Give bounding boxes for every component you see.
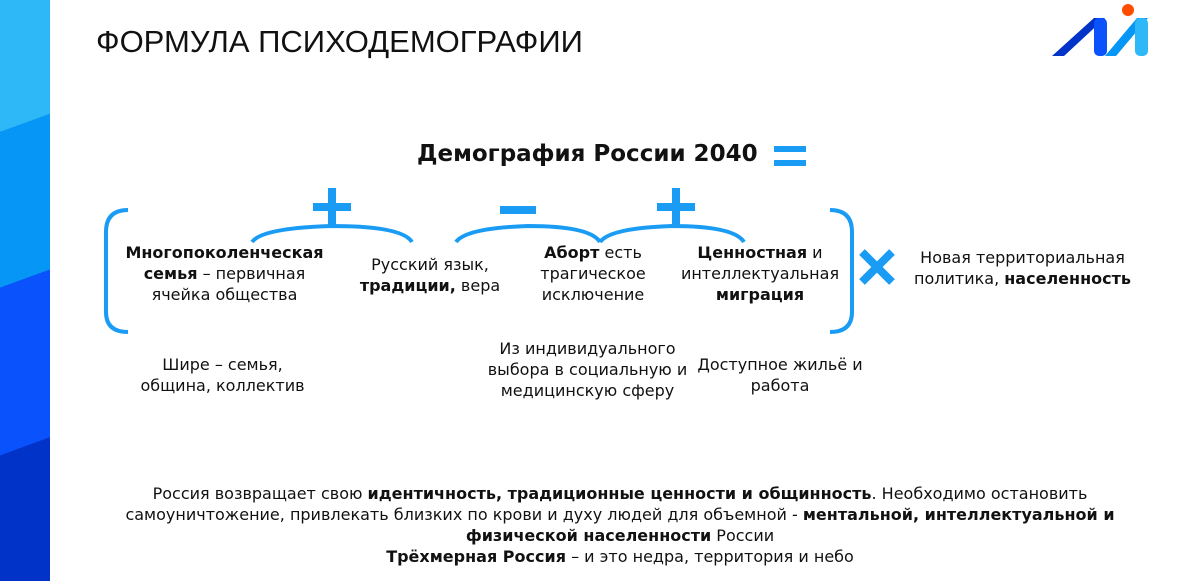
page-title: ФОРМУЛА ПСИХОДЕМОГРАФИИ [96,24,583,59]
abortion-bold: Аборт [544,243,600,262]
footer-text: Россия возвращает свою идентичность, тра… [100,483,1140,567]
item-language: Русский язык, традиции, вера [350,254,510,296]
language-text: Русский язык, [371,255,489,274]
policy-bold: населенность [1004,269,1131,288]
item-abortion: Аборт есть трагическое исключение [528,242,658,305]
footer-bold-1: идентичность, традиционные ценности и об… [367,484,872,503]
language-post: вера [455,276,501,295]
item-migration: Ценностная и интеллектуальная миграция [672,242,848,305]
item-family: Многопоколенческая семья – первичная яче… [112,242,337,305]
footer-text-4: – и это недра, территория и небо [565,547,854,566]
logo [1052,4,1148,56]
footer-text-2: . Необходимо остановить самоуничтожение,… [125,484,1088,524]
abortion-text: есть трагическое исключение [540,243,646,304]
formula-heading: Демография России 2040 [417,141,758,167]
footer-bold-2: ментальной, интеллектуальной и физическо… [465,505,1115,545]
footer-text-1: Россия возвращает свою [152,484,368,503]
policy-text: Новая территориальная политика, [914,248,1125,288]
below-abortion: Из индивидуального выбора в социальную и… [487,339,688,400]
side-band [0,0,50,581]
language-bold: традиции, [359,276,456,295]
migration-bold-2: миграция [715,285,805,304]
migration-bold: Ценностная [697,243,808,262]
item-policy: Новая территориальная политика, населенн… [900,247,1145,289]
footer-text-3: России [711,526,775,545]
family-bold: Многопоколенческая семья [125,243,324,283]
migration-text: и интеллектуальная [680,243,840,283]
below-migration: Доступное жильё и работа [697,355,863,395]
equals-icon [774,146,806,166]
below-family: Шире – семья, община, коллектив [140,355,305,395]
footer-bold-3: Трёхмерная Россия [386,547,566,566]
family-text: – первичная ячейка общества [151,264,306,304]
